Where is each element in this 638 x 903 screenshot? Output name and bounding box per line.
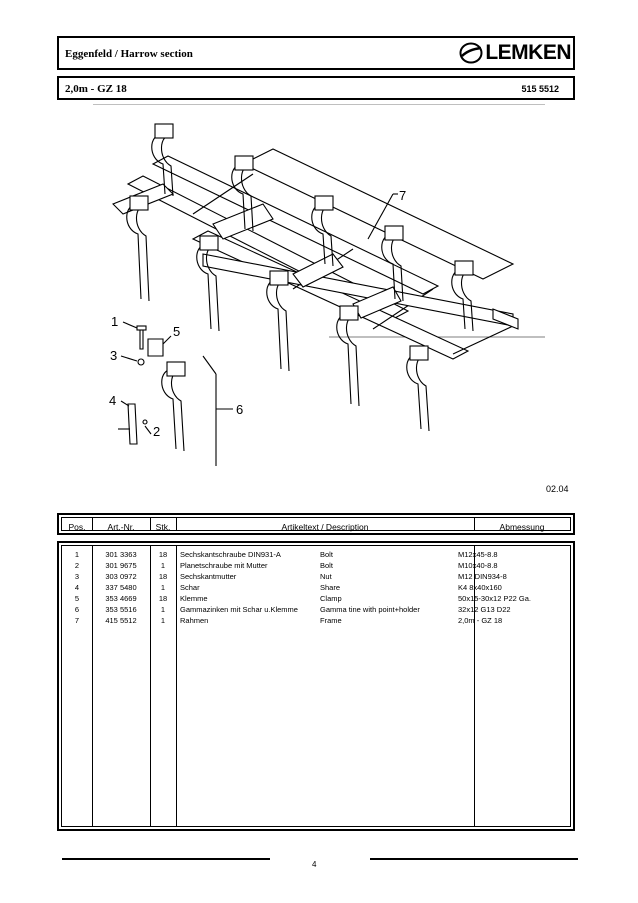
row-dimension: K4 8x40x160 — [458, 583, 502, 592]
row-qty: 1 — [160, 616, 166, 625]
row-dimension: M12x45-8.8 — [458, 550, 498, 559]
parts-table-body: 1 301 3363 18 Sechskantschraube DIN931-A Bol… — [57, 541, 575, 831]
row-text-en: Frame — [320, 616, 342, 625]
row-dimension: 32x12 G13 D22 — [458, 605, 511, 614]
row-pos: 1 — [74, 550, 80, 559]
row-qty: 1 — [160, 605, 166, 614]
row-pos: 5 — [74, 594, 80, 603]
model-name: 2,0m - GZ 18 — [65, 83, 127, 95]
row-pos: 2 — [74, 561, 80, 570]
row-dimension: 50x15-30x12 P22 Ga. — [458, 594, 531, 603]
exploded-drawing: 7 1 5 3 6 4 2 — [93, 104, 545, 466]
col-description: Artikeltext / Description — [281, 522, 369, 532]
row-art-nr: 353 4669 — [105, 594, 137, 603]
revision-date: 02.04 — [546, 484, 569, 494]
row-qty: 18 — [158, 550, 168, 559]
row-text-en: Gamma tine with point+holder — [320, 605, 420, 614]
page-number: 4 — [312, 860, 317, 869]
row-pos: 7 — [74, 616, 80, 625]
row-text-de: Planetschraube mit Mutter — [180, 561, 268, 570]
callout-2: 2 — [153, 424, 160, 439]
row-text-en: Nut — [320, 572, 332, 581]
row-text-de: Gammazinken mit Schar u.Klemme — [180, 605, 298, 614]
callout-5: 5 — [173, 324, 180, 339]
document-header: Eggenfeld / Harrow section LEMKEN — [57, 36, 575, 70]
col-dimension: Abmessung — [499, 522, 545, 532]
col-art-nr: Art.-Nr. — [107, 522, 135, 532]
row-qty: 1 — [160, 583, 166, 592]
table-row: 1 301 3363 18 Sechskantschraube DIN931-A Bol… — [62, 549, 570, 560]
brand-logo: LEMKEN — [459, 41, 571, 65]
table-row: 4 337 5480 1 Schar Share K4 8x40x160 — [62, 582, 570, 593]
model-header: 2,0m - GZ 18 515 5512 — [57, 76, 575, 100]
row-text-de: Sechskantschraube DIN931-A — [180, 550, 281, 559]
row-art-nr: 303 0972 — [105, 572, 137, 581]
row-art-nr: 301 3363 — [105, 550, 137, 559]
row-text-de: Schar — [180, 583, 200, 592]
row-text-de: Sechskantmutter — [180, 572, 237, 581]
row-pos: 4 — [74, 583, 80, 592]
row-dimension: 2,0m - GZ 18 — [458, 616, 503, 625]
row-dimension: M12 DIN934-8 — [458, 572, 507, 581]
table-row: 3 303 0972 18 Sechskantmutter Nut M12 DIN934-… — [62, 571, 570, 582]
callout-3: 3 — [110, 348, 117, 363]
row-art-nr: 301 9675 — [105, 561, 137, 570]
section-title: Eggenfeld / Harrow section — [65, 48, 193, 60]
row-text-de: Rahmen — [180, 616, 209, 625]
row-art-nr: 353 5516 — [105, 605, 137, 614]
footer-rule-right — [370, 858, 578, 860]
callout-4: 4 — [109, 393, 116, 408]
row-qty: 18 — [158, 572, 168, 581]
row-art-nr: 337 5480 — [105, 583, 137, 592]
callout-1: 1 — [111, 314, 118, 329]
callout-7: 7 — [399, 188, 406, 203]
table-row: 7 415 5512 1 Rahmen Frame 2,0m - GZ 18 — [62, 615, 570, 626]
row-text-en: Bolt — [320, 561, 333, 570]
brand-name: LEMKEN — [485, 41, 571, 64]
row-qty: 1 — [160, 561, 166, 570]
row-dimension: M10x40-8.8 — [458, 561, 498, 570]
lemken-emblem-icon — [459, 42, 483, 64]
col-qty: Stk. — [155, 522, 171, 532]
row-text-en: Share — [320, 583, 341, 592]
footer-rule-left — [62, 858, 270, 860]
row-pos: 3 — [74, 572, 80, 581]
table-row: 6 353 5516 1 Gammazinken mit Schar u.Klemme… — [62, 604, 570, 615]
parts-table-header: Pos. Art.-Nr. Stk. Artikeltext / Descrip… — [57, 513, 575, 535]
row-text-en: Bolt — [320, 550, 333, 559]
row-text-en: Clamp — [320, 594, 342, 603]
table-row: 2 301 9675 1 Planetschraube mit Mutter Bolt M… — [62, 560, 570, 571]
row-pos: 6 — [74, 605, 80, 614]
assembly-part-number: 515 5512 — [521, 84, 559, 94]
row-text-de: Klemme — [180, 594, 208, 603]
row-qty: 18 — [158, 594, 168, 603]
callout-6: 6 — [236, 402, 243, 417]
row-art-nr: 415 5512 — [105, 616, 137, 625]
col-pos: Pos. — [68, 522, 86, 532]
table-row: 5 353 4669 18 Klemme Clamp 50x15-30x12 P22 Ga… — [62, 593, 570, 604]
